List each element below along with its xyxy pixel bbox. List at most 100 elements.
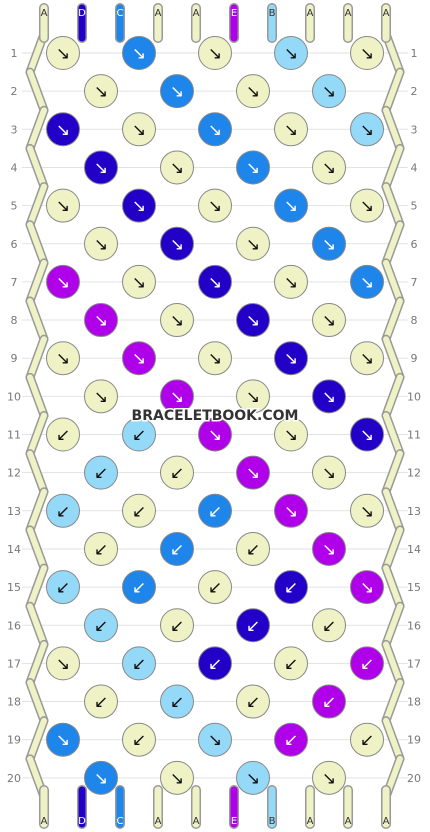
knot-bead — [312, 608, 346, 643]
knot-bead — [350, 112, 384, 147]
knot-bead — [198, 570, 232, 605]
knot: ↙ — [122, 417, 156, 452]
arrow-down-right-icon: ↘ — [56, 349, 70, 369]
edge-strand-right — [383, 641, 403, 686]
arrow-down-left-icon: ↙ — [132, 426, 146, 446]
arrow-down-right-icon: ↘ — [94, 769, 108, 789]
strand-letter: D — [78, 816, 86, 827]
arrow-down-right-icon: ↘ — [132, 44, 146, 64]
knot: ↘ — [160, 226, 194, 261]
knot: ↘ — [274, 341, 308, 376]
row-number-right: 7 — [411, 276, 418, 289]
row-number-right: 8 — [411, 314, 418, 327]
knot-bead — [198, 493, 232, 528]
arrow-down-right-icon: ↘ — [56, 654, 70, 674]
knot: ↘ — [46, 341, 80, 376]
knot-bead — [236, 150, 270, 185]
knot: ↘ — [84, 379, 118, 414]
arrow-down-right-icon: ↘ — [284, 426, 298, 446]
knot-bead — [198, 722, 232, 757]
knot: ↘ — [198, 722, 232, 757]
knot-bead — [312, 760, 346, 795]
knot-bead — [46, 570, 80, 605]
knot-bead — [236, 531, 270, 566]
arrow-down-left-icon: ↙ — [246, 693, 260, 713]
arrow-down-right-icon: ↘ — [246, 311, 260, 331]
arrow-down-left-icon: ↙ — [360, 654, 374, 674]
knot-bead — [122, 341, 156, 376]
arrow-down-right-icon: ↘ — [360, 426, 374, 446]
row-number-left: 3 — [11, 123, 18, 136]
knot: ↘ — [350, 36, 384, 70]
arrow-down-right-icon: ↘ — [56, 273, 70, 293]
row-number-right: 11 — [407, 429, 421, 442]
edge-strand-left — [27, 374, 47, 419]
arrow-down-left-icon: ↙ — [322, 693, 336, 713]
knot-bead — [350, 264, 384, 299]
knot: ↘ — [160, 303, 194, 338]
row-number-left: 19 — [7, 734, 21, 747]
knot: ↘ — [122, 188, 156, 223]
arrow-down-right-icon: ↘ — [170, 158, 184, 178]
strand-letter: A — [345, 8, 352, 19]
edge-strand-right — [383, 679, 403, 724]
knot: ↘ — [84, 303, 118, 338]
arrow-down-right-icon: ↘ — [360, 44, 374, 64]
knot: ↙ — [312, 684, 346, 719]
arrow-down-left-icon: ↙ — [132, 731, 146, 751]
edge-strand-left — [27, 488, 47, 533]
edge-strand-left — [27, 298, 47, 343]
row-number-left: 1 — [11, 47, 18, 60]
arrow-down-right-icon: ↘ — [132, 273, 146, 293]
strand-letter: B — [269, 816, 276, 827]
strand-letter: A — [41, 8, 48, 19]
row-number-left: 7 — [11, 276, 18, 289]
knot-bead — [122, 188, 156, 223]
arrow-down-right-icon: ↘ — [56, 731, 70, 751]
arrow-down-right-icon: ↘ — [360, 502, 374, 522]
knot: ↙ — [312, 608, 346, 643]
knot-bead — [122, 112, 156, 147]
arrow-down-right-icon: ↘ — [132, 197, 146, 217]
edge-strand-right — [383, 374, 403, 419]
knot: ↘ — [350, 341, 384, 376]
knot: ↘ — [312, 531, 346, 566]
knot-bead — [84, 760, 118, 795]
knot-bead — [122, 646, 156, 681]
edge-strand-right — [383, 565, 403, 610]
knot-bead — [236, 760, 270, 795]
knot-bead — [160, 455, 194, 490]
knot: ↙ — [236, 684, 270, 719]
edge-strand-left — [27, 183, 47, 228]
row-number-left: 12 — [7, 467, 21, 480]
edge-strand-left — [27, 336, 47, 381]
knot: ↘ — [350, 264, 384, 299]
edge-strand-right — [383, 69, 403, 114]
knot-bead — [84, 455, 118, 490]
knot-bead — [122, 264, 156, 299]
arrow-down-right-icon: ↘ — [208, 426, 222, 446]
arrow-down-left-icon: ↙ — [132, 578, 146, 598]
knot: ↘ — [350, 112, 384, 147]
arrow-down-right-icon: ↘ — [132, 120, 146, 140]
arrow-down-right-icon: ↘ — [132, 349, 146, 369]
knot: ↙ — [122, 722, 156, 757]
row-number-left: 20 — [7, 772, 21, 785]
row-number-right: 12 — [407, 467, 421, 480]
arrow-down-right-icon: ↘ — [208, 120, 222, 140]
arrow-down-right-icon: ↘ — [94, 311, 108, 331]
row-number-left: 9 — [11, 352, 18, 365]
arrow-down-right-icon: ↘ — [360, 273, 374, 293]
knot: ↘ — [312, 379, 346, 414]
arrow-down-right-icon: ↘ — [360, 197, 374, 217]
knot-bead — [274, 646, 308, 681]
arrow-down-left-icon: ↙ — [56, 502, 70, 522]
row-number-right: 18 — [407, 696, 421, 709]
arrow-down-right-icon: ↘ — [322, 311, 336, 331]
arrow-down-right-icon: ↘ — [284, 349, 298, 369]
knot-bead — [236, 303, 270, 338]
knot: ↘ — [122, 112, 156, 147]
knot: ↙ — [160, 455, 194, 490]
arrow-down-left-icon: ↙ — [170, 540, 184, 560]
